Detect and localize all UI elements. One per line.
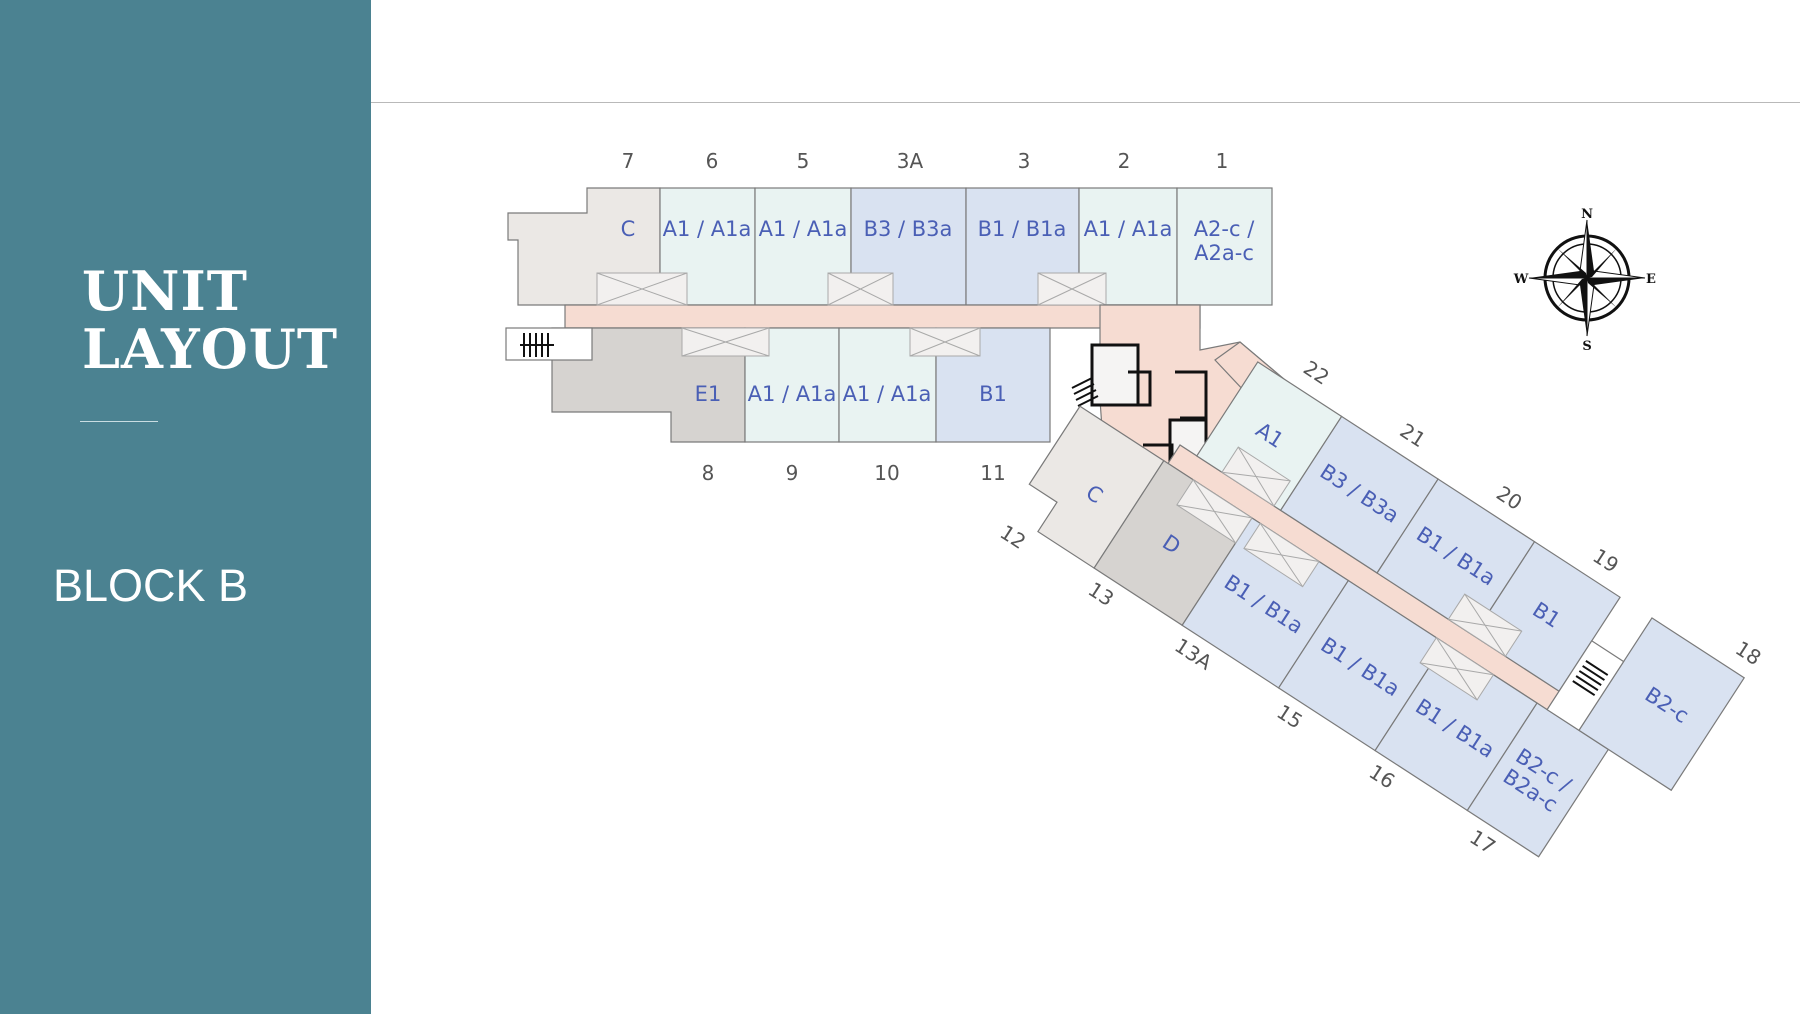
sidebar: UNIT LAYOUT BLOCK B — [0, 0, 371, 1014]
unit-9-label: A1 / A1a — [748, 382, 837, 406]
title-line-1: UNIT — [82, 259, 248, 323]
number-16: 16 — [1365, 760, 1399, 794]
number-8: 8 — [702, 461, 715, 485]
compass-rose-icon: N S E W — [1513, 207, 1656, 354]
unit-8-label: E1 — [695, 382, 722, 406]
unit-11-label: B1 — [979, 382, 1007, 406]
unit-2-label: A1 / A1a — [1084, 217, 1173, 241]
number-7: 7 — [622, 149, 635, 173]
number-3a: 3A — [897, 149, 924, 173]
number-1: 1 — [1216, 149, 1229, 173]
unit-1[interactable] — [1176, 187, 1273, 306]
number-9: 9 — [786, 461, 799, 485]
number-6: 6 — [706, 149, 719, 173]
number-11: 11 — [980, 461, 1005, 485]
number-17: 17 — [1465, 825, 1499, 859]
lift-core-icon — [1090, 343, 1208, 487]
stair-east-icon — [1572, 660, 1609, 697]
number-10: 10 — [874, 461, 899, 485]
stair-east — [1546, 640, 1625, 732]
number-12: 12 — [996, 520, 1030, 554]
unit-1-label-1: A2-c / — [1194, 217, 1256, 241]
unit-10-label: A1 / A1a — [843, 382, 932, 406]
header-rule — [371, 102, 1800, 103]
page-title: UNIT LAYOUT — [82, 262, 338, 378]
unit-6-label: A1 / A1a — [663, 217, 752, 241]
number-3: 3 — [1018, 149, 1031, 173]
compass-n: N — [1581, 207, 1593, 222]
compass-e: E — [1646, 272, 1656, 287]
unit-7-label: C — [621, 217, 636, 241]
number-18: 18 — [1731, 636, 1765, 670]
service-shafts-upper — [596, 272, 1107, 357]
stair-west-icon — [520, 333, 554, 357]
compass-s: S — [1582, 339, 1591, 354]
compass-w: W — [1513, 272, 1529, 287]
number-21: 21 — [1396, 418, 1430, 452]
number-22: 22 — [1299, 356, 1333, 390]
number-13: 13 — [1084, 577, 1118, 611]
title-line-2: LAYOUT — [82, 317, 339, 381]
title-divider — [80, 421, 158, 422]
number-5: 5 — [797, 149, 810, 173]
number-2: 2 — [1118, 149, 1131, 173]
unit-5-label: A1 / A1a — [759, 217, 848, 241]
unit-3a-label: B3 / B3a — [864, 217, 953, 241]
number-15: 15 — [1273, 700, 1307, 734]
diagonal-wing: A1 B3 / B3a B1 / B1a B1 B2-c C D B1 / B1… — [996, 356, 1766, 859]
unit-1-label-2: A2a-c — [1194, 241, 1254, 265]
number-19: 19 — [1589, 544, 1623, 578]
number-20: 20 — [1492, 481, 1526, 515]
block-label: BLOCK B — [53, 560, 249, 611]
unit-3-label: B1 / B1a — [978, 217, 1067, 241]
